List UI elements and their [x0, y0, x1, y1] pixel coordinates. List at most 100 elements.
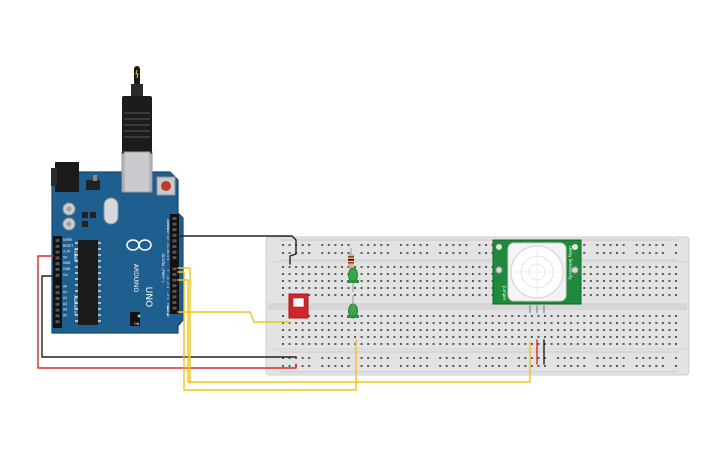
breadboard-hole	[655, 357, 658, 359]
breadboard-hole	[393, 315, 396, 317]
breadboard-hole	[642, 266, 645, 268]
breadboard-hole	[406, 357, 409, 359]
pir-right-label: Delay Sensitivity	[568, 246, 573, 280]
breadboard-hole	[635, 287, 638, 289]
breadboard-hole	[367, 252, 370, 254]
breadboard-hole	[465, 357, 468, 359]
breadboard-hole	[557, 343, 560, 345]
breadboard-hole	[314, 322, 317, 324]
breadboard-hole	[458, 294, 461, 296]
breadboard-hole	[609, 287, 612, 289]
breadboard-hole	[321, 287, 324, 289]
breadboard-hole	[642, 294, 645, 296]
breadboard-hole	[347, 357, 350, 359]
header-pin	[55, 285, 60, 289]
green-led-2[interactable]	[347, 295, 359, 319]
breadboard-hole	[301, 357, 304, 359]
breadboard-hole	[360, 280, 363, 282]
breadboard-hole	[550, 322, 553, 324]
breadboard-hole	[609, 336, 612, 338]
breadboard-hole	[386, 357, 389, 359]
breadboard-hole	[386, 244, 389, 246]
breadboard-hole	[661, 244, 664, 246]
digital-pin-label: 4	[166, 286, 170, 288]
breadboard-hole	[452, 252, 455, 254]
pir-sensor[interactable]: Jumper Delay Sensitivity	[492, 239, 582, 313]
breadboard-hole	[616, 336, 619, 338]
breadboard-hole	[386, 280, 389, 282]
breadboard-hole	[602, 315, 605, 317]
breadboard-hole	[452, 315, 455, 317]
breadboard-hole	[589, 273, 592, 275]
breadboard-hole	[622, 273, 625, 275]
breadboard-hole	[511, 329, 514, 331]
breadboard-hole	[589, 336, 592, 338]
breadboard-hole	[426, 336, 429, 338]
breadboard-hole	[373, 336, 376, 338]
breadboard-hole	[563, 315, 566, 317]
breadboard-hole	[655, 365, 658, 367]
breadboard-hole	[609, 252, 612, 254]
breadboard-hole	[334, 273, 337, 275]
breadboard-hole	[602, 336, 605, 338]
arduino-uno[interactable]: ARDUINO UNO DIGITAL (PWM~) ANALOG IN POW…	[51, 151, 184, 334]
power-pin-label: 5V	[63, 255, 68, 259]
breadboard-hole	[563, 365, 566, 367]
breadboard-hole	[301, 336, 304, 338]
breadboard-hole	[622, 280, 625, 282]
breadboard[interactable]	[265, 236, 690, 376]
breadboard-hole	[596, 365, 599, 367]
slide-switch[interactable]	[288, 293, 309, 319]
breadboard-hole	[327, 315, 330, 317]
breadboard-hole	[609, 273, 612, 275]
breadboard-hole	[367, 315, 370, 317]
breadboard-hole	[452, 357, 455, 359]
breadboard-hole	[675, 315, 677, 317]
breadboard-hole	[373, 365, 376, 367]
breadboard-hole	[419, 280, 422, 282]
power-pin-label: IOREF	[63, 238, 73, 242]
breadboard-hole	[347, 294, 350, 296]
breadboard-hole	[596, 343, 599, 345]
breadboard-hole	[340, 287, 343, 289]
breadboard-hole	[419, 357, 422, 359]
breadboard-hole	[517, 357, 520, 359]
breadboard-hole	[445, 343, 448, 345]
breadboard-hole	[629, 322, 632, 324]
green-led[interactable]	[347, 267, 359, 292]
breadboard-hole	[668, 287, 671, 289]
breadboard-hole	[288, 329, 291, 331]
breadboard-hole	[445, 315, 448, 317]
breadboard-hole	[511, 343, 514, 345]
breadboard-hole	[334, 322, 337, 324]
breadboard-hole	[622, 343, 625, 345]
breadboard-hole	[426, 266, 429, 268]
breadboard-hole	[282, 343, 284, 345]
breadboard-hole	[334, 287, 337, 289]
breadboard-hole	[321, 336, 324, 338]
breadboard-hole	[642, 343, 645, 345]
breadboard-hole	[609, 280, 612, 282]
breadboard-hole	[458, 244, 461, 246]
usb-cable[interactable]	[122, 66, 152, 193]
breadboard-hole	[471, 329, 474, 331]
breadboard-hole	[458, 343, 461, 345]
breadboard-hole	[485, 329, 488, 331]
breadboard-hole	[661, 336, 664, 338]
breadboard-hole	[517, 315, 520, 317]
breadboard-hole	[386, 315, 389, 317]
breadboard-hole	[386, 365, 389, 367]
breadboard-hole	[386, 336, 389, 338]
breadboard-hole	[675, 266, 677, 268]
breadboard-hole	[458, 336, 461, 338]
breadboard-hole	[301, 280, 304, 282]
breadboard-hole	[386, 273, 389, 275]
breadboard-hole	[458, 273, 461, 275]
breadboard-hole	[308, 280, 311, 282]
breadboard-hole	[282, 252, 284, 254]
breadboard-hole	[504, 357, 507, 359]
power-pin-label: 3.3V	[63, 250, 71, 254]
header-pin	[55, 320, 60, 324]
breadboard-hole	[314, 336, 317, 338]
breadboard-hole	[432, 294, 435, 296]
